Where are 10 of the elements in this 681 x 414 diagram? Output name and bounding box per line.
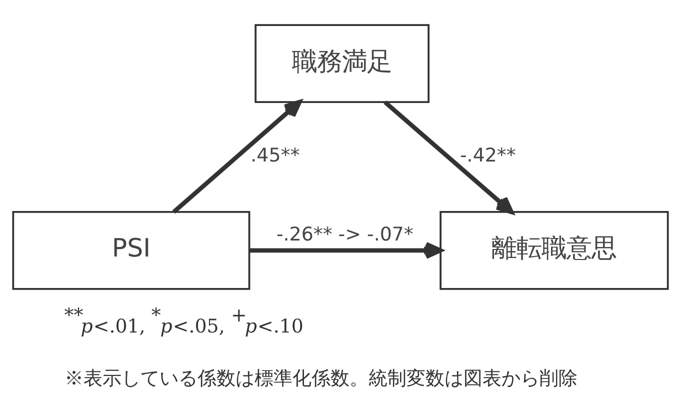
node-box: PSI [12, 210, 250, 290]
node-box: 職務満足 [254, 24, 430, 103]
arrow [172, 99, 302, 214]
edge-label: -.42** [460, 144, 516, 166]
arrow [250, 241, 442, 258]
edge-label: -.26** -> -.07* [276, 222, 414, 245]
label: ※表示している係数は標準化係数。統制変数は図表から削除 [64, 366, 578, 389]
arrow [384, 100, 514, 214]
node-box: 離転職意思 [440, 210, 669, 290]
edge-label: .45** [250, 144, 300, 166]
